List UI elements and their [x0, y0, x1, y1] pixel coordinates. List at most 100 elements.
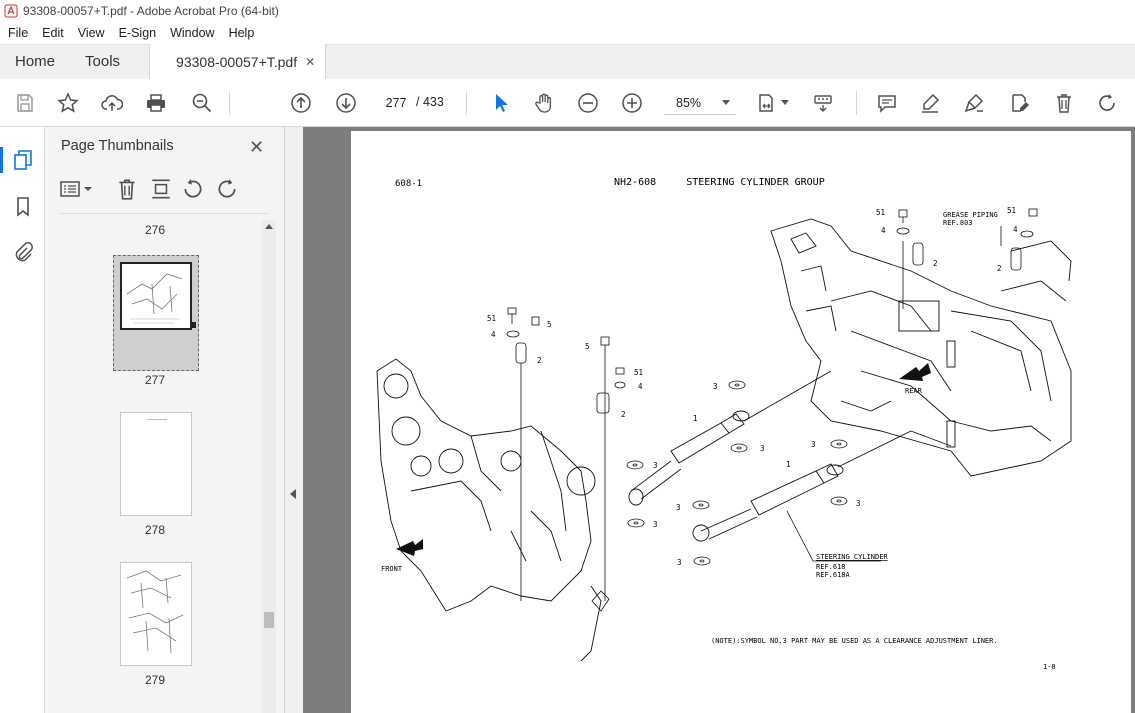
select-tool-button[interactable] — [486, 88, 516, 118]
menu-bar: File Edit View E-Sign Window Help — [0, 22, 1135, 44]
svg-text:3: 3 — [856, 499, 861, 508]
comment-button[interactable] — [872, 88, 902, 118]
scroll-up-icon[interactable] — [265, 224, 273, 229]
page-footer-number: 1-8 — [1043, 663, 1056, 671]
edit-pdf-button[interactable] — [1005, 88, 1035, 118]
acrobat-app-icon — [4, 4, 18, 18]
magnifier-minus-icon — [192, 93, 212, 113]
menu-window[interactable]: Window — [170, 26, 215, 40]
attachment-icon[interactable] — [12, 241, 34, 263]
prev-page-button[interactable] — [286, 88, 316, 118]
leader-line — [786, 510, 881, 562]
thumbnails-panel: Page Thumbnails ✕ 276 277 278 — [45, 127, 285, 713]
trash-icon — [1057, 94, 1071, 113]
main-toolbar: / 433 85% — [0, 79, 1135, 127]
steering-cylinder-lower — [692, 430, 912, 542]
insert-page-icon[interactable] — [149, 177, 173, 201]
cloud-upload-icon — [101, 95, 123, 111]
chevron-down-icon[interactable] — [781, 100, 789, 105]
svg-text:3: 3 — [760, 444, 765, 453]
svg-text:2: 2 — [933, 259, 938, 268]
thumbnail-image — [120, 262, 192, 330]
thumbnail-label: 276 — [144, 223, 166, 237]
thumbnail-label: 277 — [144, 373, 166, 387]
pdf-page: 608-1 NH2-608 STEERING CYLINDER GROUP — [351, 131, 1131, 713]
bookmark-icon[interactable] — [12, 195, 34, 217]
save-icon — [17, 94, 33, 112]
hand-tool-button[interactable] — [529, 88, 559, 118]
steering-cylinder-label: STEERING CYLINDER — [816, 553, 888, 561]
panel-toolbar — [59, 177, 269, 203]
zoom-in-button[interactable] — [617, 88, 647, 118]
trash-icon[interactable] — [115, 177, 139, 201]
zoom-search-button[interactable] — [187, 88, 217, 118]
delete-button[interactable] — [1049, 88, 1079, 118]
front-label: FRONT — [381, 565, 403, 573]
page-thumbnails-icon[interactable] — [12, 149, 34, 171]
keyboard-scroll-icon — [814, 95, 832, 112]
front-frame — [376, 358, 602, 662]
upload-button[interactable] — [97, 88, 127, 118]
resize-handle[interactable] — [190, 322, 196, 328]
svg-text:3: 3 — [713, 382, 718, 391]
sign-button[interactable] — [959, 88, 989, 118]
tab-home[interactable]: Home — [15, 53, 56, 70]
scrollbar-thumb[interactable] — [264, 612, 274, 628]
thumbnails-scrollbar[interactable] — [262, 220, 276, 713]
svg-text:3: 3 — [653, 461, 658, 470]
print-button[interactable] — [141, 88, 171, 118]
page-number-input[interactable] — [379, 96, 413, 110]
document-area[interactable]: 608-1 NH2-608 STEERING CYLINDER GROUP — [303, 127, 1135, 713]
save-button[interactable] — [10, 88, 40, 118]
panel-collapse-bar[interactable] — [285, 127, 303, 713]
rotate-button[interactable] — [1092, 88, 1122, 118]
part-callouts: 51 4 2 5 5 51 4 2 3 3 3 3 3 3 3 3 1 — [487, 206, 1018, 567]
svg-text:51: 51 — [876, 208, 885, 217]
menu-file[interactable]: File — [8, 26, 29, 40]
thumbnail-279[interactable] — [120, 562, 192, 666]
thumbnail-277[interactable] — [113, 255, 199, 371]
cursor-arrow-icon — [496, 94, 508, 112]
menu-esign[interactable]: E-Sign — [118, 26, 157, 40]
rotate-counterclockwise-icon[interactable] — [181, 177, 205, 201]
steering-cylinder-upper — [628, 370, 832, 506]
page-fit-button[interactable] — [752, 88, 782, 118]
fit-page-icon — [759, 94, 773, 112]
thumbnail-278[interactable] — [120, 412, 192, 516]
svg-text:2: 2 — [997, 264, 1002, 273]
arrow-down-circle-icon — [336, 93, 356, 113]
thumbnail-drawing — [126, 273, 183, 324]
menu-edit[interactable]: Edit — [42, 26, 64, 40]
star-icon — [57, 92, 79, 113]
chevron-down-icon — [722, 100, 730, 105]
page-total: / 433 — [416, 95, 444, 109]
svg-text:51: 51 — [487, 314, 496, 323]
menu-help[interactable]: Help — [228, 26, 255, 40]
page-number-box[interactable] — [378, 91, 414, 115]
svg-text:3: 3 — [677, 558, 682, 567]
next-page-button[interactable] — [331, 88, 361, 118]
highlight-button[interactable] — [915, 88, 945, 118]
thumbnail-options-icon[interactable] — [59, 177, 95, 201]
thumbnail-line — [147, 419, 167, 420]
zoom-out-button[interactable] — [573, 88, 603, 118]
printer-icon — [147, 94, 165, 112]
rotate-clockwise-icon[interactable] — [215, 177, 239, 201]
panel-title: Page Thumbnails — [61, 138, 174, 154]
svg-text:4: 4 — [638, 382, 643, 391]
title-bar: 93308-00057+T.pdf - Adobe Acrobat Pro (6… — [0, 0, 1135, 22]
scroll-mode-button[interactable] — [808, 88, 838, 118]
menu-view[interactable]: View — [77, 26, 105, 40]
hand-icon — [535, 93, 552, 113]
tab-document[interactable]: 93308-00057+T.pdf ✕ — [149, 44, 327, 79]
bookmark-star-button[interactable] — [53, 88, 83, 118]
svg-text:51: 51 — [1007, 206, 1016, 215]
front-arrow-icon — [396, 539, 423, 556]
tab-tools[interactable]: Tools — [85, 53, 121, 70]
zoom-level-select[interactable]: 85% — [664, 91, 736, 115]
thumbnail-label: 279 — [144, 673, 166, 687]
collapse-left-icon[interactable] — [290, 489, 296, 499]
tab-close-icon[interactable]: ✕ — [305, 54, 316, 69]
diagram-note: (NOTE):SYMBOL NO.3 PART MAY BE USED AS A… — [711, 637, 998, 645]
close-icon[interactable]: ✕ — [249, 137, 265, 157]
